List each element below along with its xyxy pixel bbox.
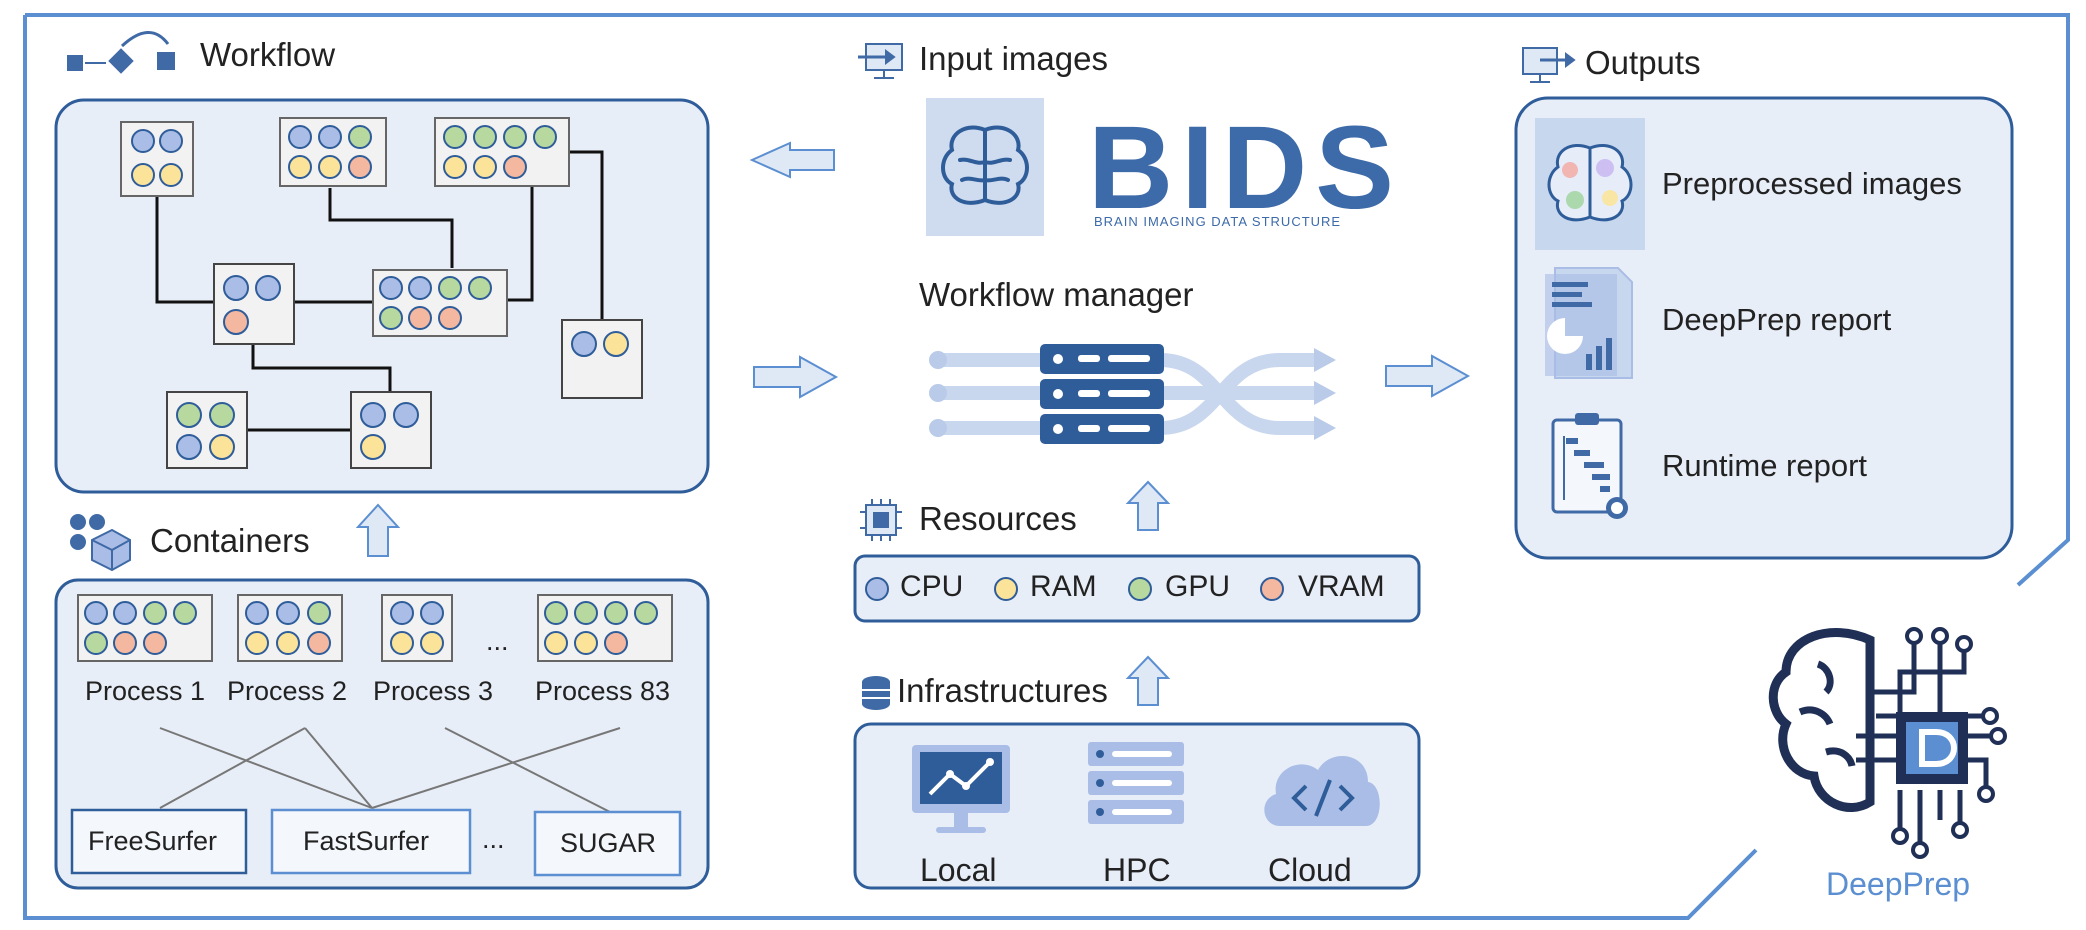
workflow-manager-title: Workflow manager: [919, 276, 1194, 313]
vram-dot: [1260, 577, 1284, 601]
bids-logo-text: BIDS: [1088, 102, 1402, 234]
workflow-node-4: [213, 263, 295, 345]
process-2-label: Process 2: [227, 676, 348, 706]
arrow-manager-to-outputs: [1385, 354, 1471, 398]
database-icon: [862, 676, 890, 710]
tool-sugar-label: SUGAR: [560, 828, 657, 858]
workflow-node-8: [350, 391, 432, 469]
brain-icon: [941, 125, 1029, 205]
outer-frame-bottom: [23, 15, 1758, 920]
input-images-icon: [858, 43, 903, 79]
arrow-bids-to-workflow: [749, 141, 835, 179]
process-3-label: Process 3: [373, 676, 494, 706]
infrastructures-title: Infrastructures: [897, 672, 1108, 709]
workflow-node-2: [279, 117, 387, 187]
arrow-resources-to-manager: [1125, 480, 1171, 531]
tool-freesurfer-box: [70, 808, 248, 875]
container-process-83-card: [537, 594, 673, 662]
workflow-node-7: [166, 391, 248, 469]
tool-fastsurfer-box: [270, 808, 472, 875]
output-preprocessed-images: Preprocessed images: [1662, 166, 1962, 201]
output-deepprep-report: DeepPrep report: [1662, 302, 1892, 337]
tool-sugar-box: [533, 810, 682, 877]
tool-ellipsis: ...: [482, 824, 505, 854]
workflow-node-3: [434, 117, 570, 187]
resource-ram-label: RAM: [1030, 570, 1097, 603]
workflow-node-5: [372, 269, 508, 337]
local-monitor-icon: [912, 745, 1010, 833]
runtime-clipboard-icon: [1551, 413, 1628, 519]
cloud-code-icon: [1264, 756, 1380, 826]
gpu-dot: [1128, 577, 1152, 601]
preprocessed-brain-icon: [1535, 118, 1645, 250]
tool-fastsurfer-label: FastSurfer: [303, 826, 430, 856]
workflow-title: Workflow: [200, 36, 336, 73]
arrow-containers-to-workflow: [355, 503, 401, 557]
container-process-3-card: [381, 594, 453, 662]
cpu-dot: [865, 577, 889, 601]
input-images-title: Input images: [919, 40, 1108, 77]
arrow-workflow-to-manager: [753, 355, 839, 399]
containers-title: Containers: [150, 522, 310, 559]
container-process-2-card: [237, 594, 343, 662]
resource-cpu-label: CPU: [900, 570, 964, 603]
bids-subtitle: BRAIN IMAGING DATA STRUCTURE: [1094, 214, 1342, 229]
process-ellipsis: ...: [486, 626, 509, 656]
chip-icon: [860, 499, 902, 541]
deepprep-brand-name: DeepPrep: [1826, 866, 1971, 902]
hpc-server-icon: [1088, 742, 1184, 824]
ram-dot: [994, 577, 1018, 601]
workflow-node-6: [561, 319, 643, 399]
workflow-icon: [67, 31, 175, 74]
outputs-icon: [1522, 47, 1576, 83]
workflow-graph-edges: [155, 150, 604, 432]
arrow-infra-to-resources: [1125, 655, 1171, 706]
workflow-node-1: [120, 121, 194, 197]
resource-gpu-label: GPU: [1165, 570, 1231, 603]
containers-icon: [70, 514, 131, 572]
report-document-icon: [1545, 267, 1633, 379]
process-1-label: Process 1: [85, 676, 206, 706]
resource-vram-label: VRAM: [1298, 570, 1385, 603]
workflow-manager-graphic: [929, 344, 1336, 444]
infra-local-label: Local: [920, 852, 997, 888]
infra-cloud-label: Cloud: [1268, 852, 1352, 888]
process-tool-links: [159, 727, 621, 813]
server-icon: [1040, 344, 1164, 444]
infra-hpc-label: HPC: [1103, 852, 1171, 888]
outputs-title: Outputs: [1585, 44, 1701, 81]
resources-title: Resources: [919, 500, 1077, 537]
deepprep-logo: [1768, 627, 2007, 859]
output-runtime-report: Runtime report: [1662, 448, 1868, 483]
outer-frame: [25, 13, 2070, 587]
container-process-1-card: [77, 594, 213, 662]
process-83-label: Process 83: [535, 676, 671, 706]
tool-freesurfer-label: FreeSurfer: [88, 826, 218, 856]
